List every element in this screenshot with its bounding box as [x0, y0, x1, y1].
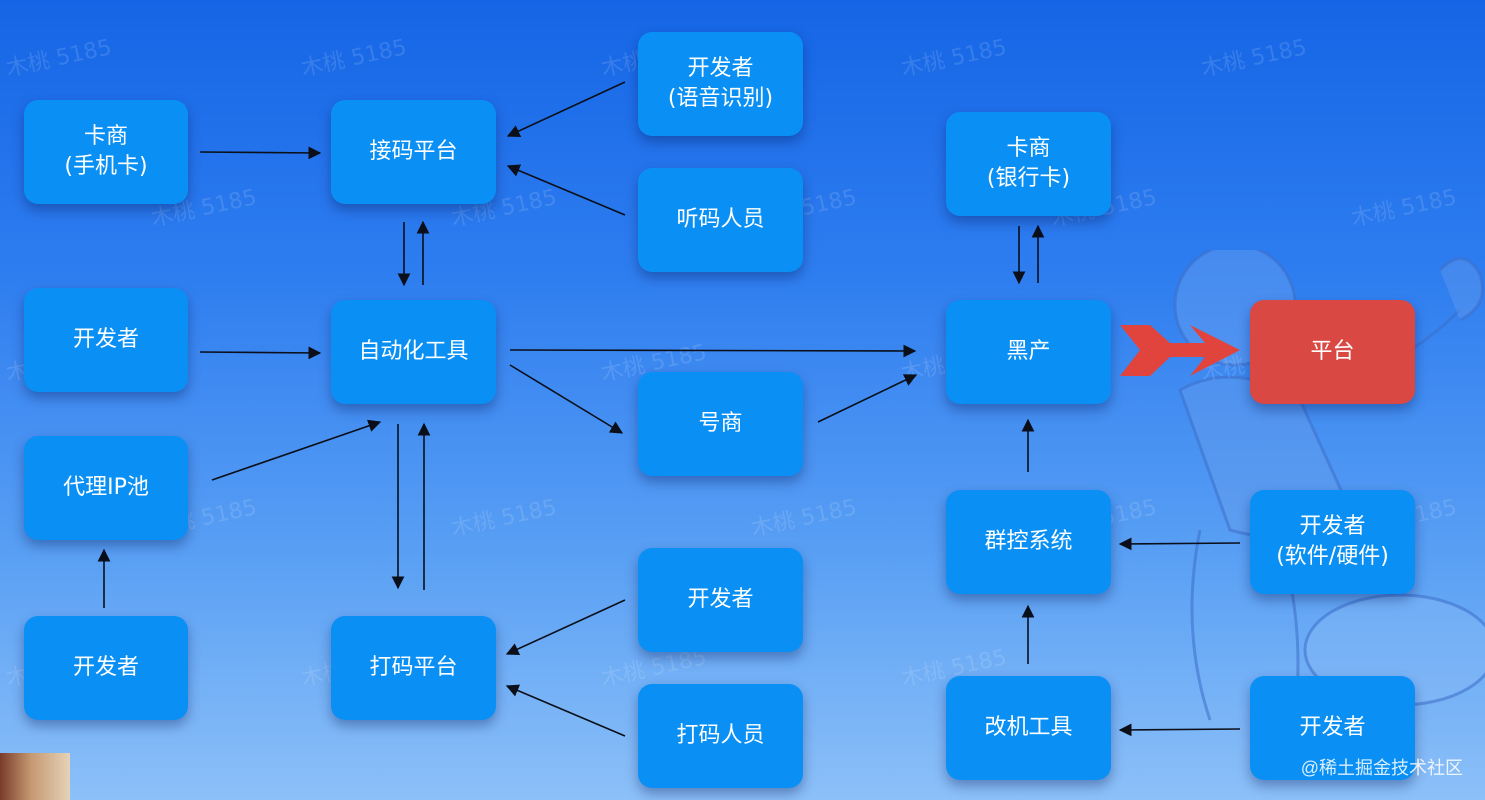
node-label: 开发者: [72, 327, 139, 352]
node-developer-d: 开发者: [1250, 676, 1415, 780]
node-proxy-ip-pool: 代理IP池: [24, 436, 188, 540]
node-label: 开发者: [1299, 715, 1366, 740]
node-device-modification-tool: 改机工具: [946, 676, 1111, 780]
node-developer-b: 开发者: [24, 616, 188, 720]
edge-developer-c-to-captcha-platform: [505, 599, 626, 656]
node-label: 自动化工具: [358, 339, 469, 364]
node-label: 接码平台: [369, 139, 458, 164]
node-developer-a: 开发者: [24, 288, 188, 392]
node-label: 打码平台: [369, 655, 458, 680]
node-developer-voice: 开发者 (语音识别): [638, 32, 803, 136]
node-label: 改机工具: [984, 715, 1073, 740]
node-developer-software-hardware: 开发者 (软件/硬件): [1250, 490, 1415, 594]
node-label: 卡商: [83, 124, 128, 149]
node-label: 群控系统: [984, 529, 1073, 554]
node-captcha-platform: 打码平台: [331, 616, 496, 720]
node-sublabel: (语音识别): [667, 86, 774, 111]
node-label: 开发者: [1299, 514, 1366, 539]
node-black-industry: 黑产: [946, 300, 1111, 404]
node-listener: 听码人员: [638, 168, 803, 272]
edge-automation-to-black-industry: [509, 344, 917, 358]
node-card-dealer-bank: 卡商 (银行卡): [946, 112, 1111, 216]
node-sublabel: (软件/硬件): [1276, 544, 1389, 569]
node-sublabel: (手机卡): [64, 154, 148, 179]
edge-automation-to-account-dealer: [509, 364, 624, 434]
node-developer-c: 开发者: [638, 548, 803, 652]
edge-developer-d-to-device-mod: [1118, 723, 1241, 737]
edge-account-dealer-to-black-industry: [817, 374, 918, 423]
edge-dev-voice-to-sms-platform: [506, 81, 626, 137]
node-label: 开发者: [687, 587, 754, 612]
edge-listener-to-sms-platform: [506, 164, 626, 216]
node-card-dealer-phone: 卡商 (手机卡): [24, 100, 188, 204]
node-captcha-worker: 打码人员: [638, 684, 803, 788]
edge-developer-a-to-automation: [199, 346, 322, 360]
big-red-arrow: [1120, 325, 1240, 376]
node-label: 平台: [1310, 339, 1355, 364]
node-label: 听码人员: [676, 207, 765, 232]
node-platform: 平台: [1250, 300, 1415, 404]
presenter-thumbnail: [0, 753, 70, 800]
node-automation-tool: 自动化工具: [331, 300, 496, 404]
edge-dev-sw-hw-to-group-control: [1118, 537, 1241, 551]
edge-card-phone-to-sms-platform: [199, 146, 322, 160]
node-label: 开发者: [687, 56, 754, 81]
node-group-control-system: 群控系统: [946, 490, 1111, 594]
credit-watermark: @稀土掘金技术社区: [1300, 758, 1463, 778]
edge-proxy-to-automation: [211, 419, 382, 481]
node-label: 代理IP池: [63, 475, 149, 500]
node-label: 号商: [698, 411, 743, 436]
node-label: 打码人员: [676, 723, 765, 748]
node-account-dealer: 号商: [638, 372, 803, 476]
edge-captcha-worker-to-captcha-platform: [505, 684, 626, 737]
node-label: 卡商: [1006, 136, 1051, 161]
node-sublabel: (银行卡): [986, 166, 1071, 191]
node-label: 开发者: [72, 655, 139, 680]
node-label: 黑产: [1006, 339, 1051, 364]
node-sms-platform: 接码平台: [331, 100, 496, 204]
